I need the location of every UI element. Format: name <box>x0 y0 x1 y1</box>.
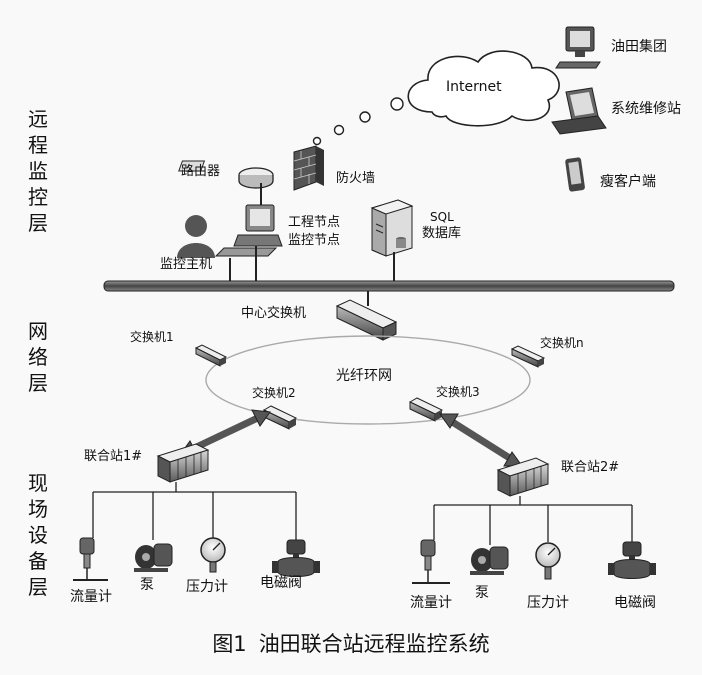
workstation-icon <box>214 204 283 287</box>
layer-label-network: 网络层 <box>28 319 48 395</box>
layer-label-remote: 远程监控层 <box>28 107 48 235</box>
center-switch-icon <box>335 299 398 341</box>
figure-caption: 图1 油田联合站远程监控系统 <box>0 628 702 658</box>
engineering-node-label: 工程节点 <box>288 215 341 230</box>
thin-client-label: 瘦客户端 <box>600 174 656 190</box>
left-device-label-valve: 电磁阀 <box>260 575 302 591</box>
link-arrow-right-icon <box>439 413 523 467</box>
switch-n-label: 交换机n <box>540 336 584 350</box>
pump-icon <box>134 543 173 572</box>
station-2-label: 联合站2# <box>561 460 620 475</box>
firewall-icon <box>293 145 324 191</box>
sql-server-icon <box>370 199 414 287</box>
station-1-plc-icon <box>156 443 210 483</box>
figure-title: 油田联合站远程监控系统 <box>258 632 490 656</box>
sql-label: SQL <box>430 210 454 224</box>
maintenance-station-label: 系统维修站 <box>611 101 681 117</box>
switch-3-label: 交换机3 <box>436 385 480 399</box>
desktop-computer-icon <box>555 26 601 69</box>
pressure-gauge-icon <box>535 542 561 580</box>
cloud-trail-icon <box>312 97 404 146</box>
right-device-label-pump: 泵 <box>475 585 489 601</box>
pressure-gauge-icon <box>200 537 226 573</box>
monitoring-node-label: 监控节点 <box>288 233 341 248</box>
switch-1-icon <box>194 344 228 367</box>
fiber-ring-label: 光纤环网 <box>336 368 392 384</box>
station-2-plc-icon <box>496 457 550 497</box>
database-label: 数据库 <box>422 226 462 241</box>
solenoid-valve-icon <box>272 539 320 577</box>
switch-3-icon <box>408 397 444 422</box>
left-device-label-gauge: 压力计 <box>186 579 228 595</box>
switch-2-icon <box>262 405 298 430</box>
switch-2-label: 交换机2 <box>252 386 296 400</box>
field-bus-left <box>92 482 297 540</box>
switch-n-icon <box>510 345 546 368</box>
right-device-label-valve: 电磁阀 <box>614 595 656 611</box>
pump-icon <box>470 546 509 575</box>
laptop-icon <box>551 87 607 135</box>
firewall-label: 防火墙 <box>336 171 376 186</box>
oilfield-group-label: 油田集团 <box>611 39 667 55</box>
router-label: 路由器 <box>181 164 221 179</box>
figure-number: 图1 <box>212 632 247 656</box>
flow-meter-icon <box>73 537 108 581</box>
left-device-label-pump: 泵 <box>140 577 154 593</box>
monitor-host-label: 监控主机 <box>160 257 213 272</box>
internet-label: Internet <box>446 79 502 95</box>
layer-label-field: 现场设备层 <box>28 471 48 599</box>
router-icon <box>178 160 274 205</box>
thin-client-icon <box>565 157 585 192</box>
monitor-host-icon <box>177 215 231 287</box>
left-device-label-flowmeter: 流量计 <box>70 589 112 605</box>
center-switch-label: 中心交换机 <box>241 306 307 321</box>
right-device-label-flowmeter: 流量计 <box>410 595 452 611</box>
field-bus-right <box>433 496 633 545</box>
station-1-label: 联合站1# <box>84 449 143 464</box>
solenoid-valve-icon <box>608 541 656 579</box>
main-bus <box>103 280 675 292</box>
fiber-ring <box>205 335 531 425</box>
right-device-label-gauge: 压力计 <box>527 595 569 611</box>
internet-cloud-icon <box>407 50 560 127</box>
switch-1-label: 交换机1 <box>130 330 174 344</box>
flow-meter-icon <box>412 539 450 584</box>
